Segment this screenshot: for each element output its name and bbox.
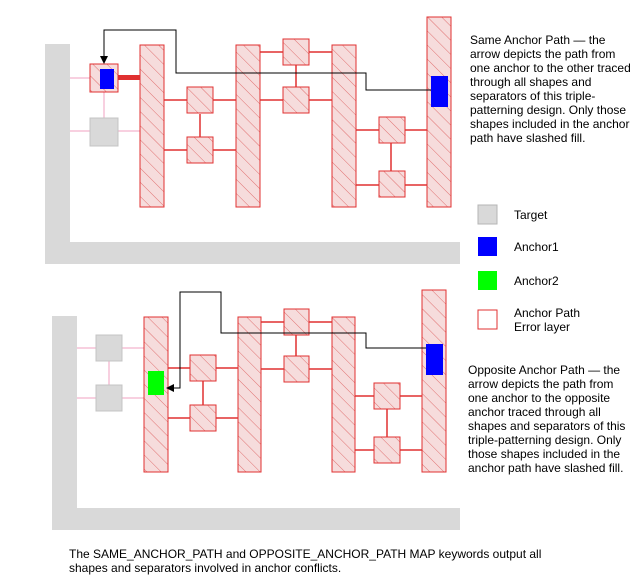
target-shape: [89, 117, 119, 147]
hatched-squares-bottom: [189, 308, 401, 464]
anchor1-shape-bottom: [426, 344, 443, 375]
hatched-bars: [139, 16, 452, 208]
legend-error-layer-swatch: [477, 309, 498, 330]
target-shape-bottom-2: [95, 384, 123, 412]
legend-target-swatch: [477, 204, 498, 225]
path-separators-bottom: [168, 321, 422, 451]
same-anchor-path-diagram: [45, 16, 460, 264]
footer-note: The SAME_ANCHOR_PATH and OPPOSITE_ANCHOR…: [69, 547, 542, 575]
path-separators: [164, 51, 427, 186]
background-l-shape-bottom: [52, 316, 460, 530]
legend-anchor1-swatch: [478, 237, 497, 256]
hatched-squares: [186, 38, 406, 198]
thick-separator: [116, 75, 140, 80]
opposite-anchor-path-diagram: [52, 289, 460, 530]
anchor1-right: [431, 76, 448, 107]
legend: [477, 204, 498, 330]
light-separators: [70, 77, 140, 132]
background-l-shape: [45, 44, 460, 264]
legend-error-layer-label: Anchor Path Error layer: [514, 306, 581, 334]
legend-anchor2-swatch: [478, 271, 497, 290]
light-separators-bottom: [77, 347, 144, 399]
same-anchor-arrow: [100, 29, 431, 91]
anchor1-left: [100, 69, 114, 89]
target-shape-bottom-1: [95, 334, 123, 362]
opposite-anchor-caption: Opposite Anchor Path — the arrow depicts…: [468, 363, 626, 475]
opposite-anchor-arrow: [166, 291, 426, 392]
legend-anchor2-label: Anchor2: [514, 274, 559, 288]
anchor2-shape: [148, 371, 164, 395]
legend-target-label: Target: [514, 208, 548, 222]
same-anchor-caption: Same Anchor Path — the arrow depicts the…: [470, 33, 631, 145]
legend-anchor1-label: Anchor1: [514, 240, 559, 254]
